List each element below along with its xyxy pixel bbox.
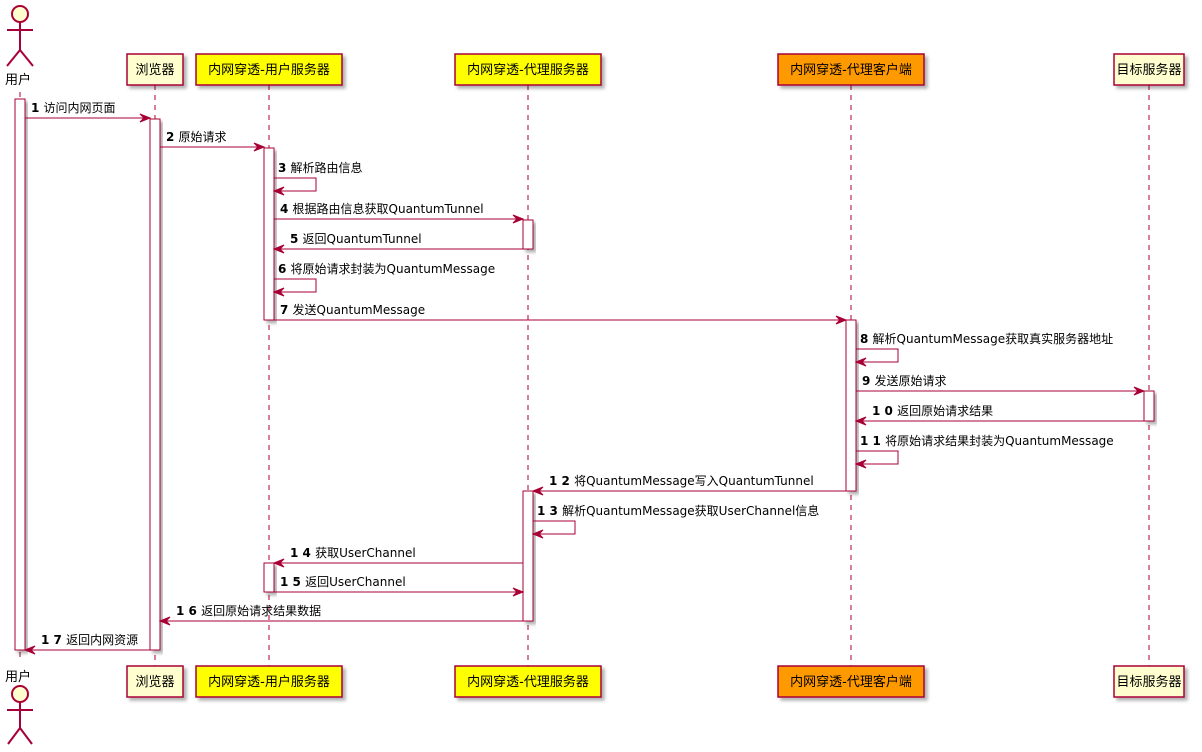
message-12: 1 2 将QuantumMessage写入QuantumTunnel — [531, 474, 846, 496]
message-10: 1 0 返回原始请求结果 — [854, 404, 1144, 426]
participant-label: 内网穿透-代理客户端 — [790, 62, 912, 78]
message-label: 1 5 返回UserChannel — [280, 575, 406, 589]
message-3: 3 解析路由信息 — [272, 160, 363, 196]
message-16: 1 6 返回原始请求结果数据 — [158, 603, 523, 626]
participant-label: 浏览器 — [135, 62, 174, 78]
activation-bar-usvr — [263, 147, 275, 321]
participant-browser-bottom: 浏览器 — [126, 665, 184, 698]
message-label: 1 3 解析QuantumMessage获取UserChannel信息 — [537, 503, 819, 518]
message-label: 1 1 将原始请求结果封装为QuantumMessage — [860, 434, 1114, 448]
participant-user-bottom: 用户 — [5, 669, 33, 745]
message-label: 1 2 将QuantumMessage写入QuantumTunnel — [549, 474, 814, 488]
message-label: 1 4 获取UserChannel — [290, 546, 416, 560]
participant-target-top: 目标服务器 — [1113, 53, 1185, 86]
message-label: 1 6 返回原始请求结果数据 — [176, 603, 321, 618]
message-13: 1 3 解析QuantumMessage获取UserChannel信息 — [531, 503, 819, 539]
message-15: 1 5 返回UserChannel — [274, 575, 525, 597]
activation-bar-usvr — [263, 562, 275, 593]
activation-bar-psvr — [522, 219, 534, 250]
message-4: 4 根据路由信息获取QuantumTunnel — [274, 201, 525, 224]
participant-psvr-top: 内网穿透-代理服务器 — [454, 53, 602, 86]
message-17: 1 7 返回内网资源 — [23, 633, 150, 655]
participant-browser-top: 浏览器 — [126, 53, 184, 86]
activation-bar-user — [14, 98, 26, 651]
participant-psvr-bottom: 内网穿透-代理服务器 — [454, 665, 602, 698]
participant-label: 用户 — [5, 72, 31, 88]
message-label: 7 发送QuantumMessage — [280, 302, 425, 317]
message-7: 7 发送QuantumMessage — [274, 302, 848, 325]
activation-bar-target — [1143, 390, 1155, 422]
participant-target-bottom: 目标服务器 — [1113, 665, 1185, 698]
participant-label: 目标服务器 — [1116, 674, 1181, 690]
participant-usvr-top: 内网穿透-用户服务器 — [195, 53, 343, 86]
participant-user-top: 用户 — [5, 5, 34, 88]
activation-bar-browser — [149, 118, 161, 651]
message-label: 9 发送原始请求 — [862, 373, 947, 388]
actor-icon — [11, 685, 29, 703]
participant-label: 浏览器 — [135, 674, 174, 690]
participant-label: 内网穿透-代理客户端 — [790, 674, 912, 690]
participant-label: 内网穿透-用户服务器 — [208, 62, 330, 78]
message-label: 2 原始请求 — [166, 130, 227, 144]
message-label: 1 7 返回内网资源 — [41, 633, 138, 647]
participant-label: 用户 — [5, 669, 31, 685]
message-label: 3 解析路由信息 — [278, 160, 363, 175]
message-14: 1 4 获取UserChannel — [272, 546, 523, 568]
message-2: 2 原始请求 — [160, 130, 266, 152]
message-label: 8 解析QuantumMessage获取真实服务器地址 — [860, 331, 1113, 346]
message-label: 6 将原始请求封装为QuantumMessage — [278, 262, 495, 276]
message-label: 5 返回QuantumTunnel — [290, 232, 422, 246]
message-6: 6 将原始请求封装为QuantumMessage — [272, 262, 495, 297]
message-label: 1 0 返回原始请求结果 — [872, 404, 993, 418]
message-label: 4 根据路由信息获取QuantumTunnel — [280, 201, 484, 216]
participant-label: 内网穿透-用户服务器 — [208, 674, 330, 690]
message-1: 1 访问内网页面 — [25, 101, 152, 123]
participant-pcli-bottom: 内网穿透-代理客户端 — [777, 665, 925, 698]
activation-bar-pcli — [845, 319, 857, 492]
participant-pcli-top: 内网穿透-代理客户端 — [777, 53, 925, 86]
actor-icon — [11, 5, 29, 23]
participant-usvr-bottom: 内网穿透-用户服务器 — [195, 665, 343, 698]
participant-label: 目标服务器 — [1116, 62, 1181, 78]
message-9: 9 发送原始请求 — [856, 373, 1146, 396]
message-5: 5 返回QuantumTunnel — [272, 232, 523, 254]
message-label: 1 访问内网页面 — [31, 101, 116, 115]
message-11: 1 1 将原始请求结果封装为QuantumMessage — [854, 434, 1114, 469]
activation-bar-psvr — [522, 490, 534, 622]
participant-label: 内网穿透-代理服务器 — [467, 62, 589, 78]
message-8: 8 解析QuantumMessage获取真实服务器地址 — [854, 331, 1113, 367]
participant-label: 内网穿透-代理服务器 — [467, 674, 589, 690]
